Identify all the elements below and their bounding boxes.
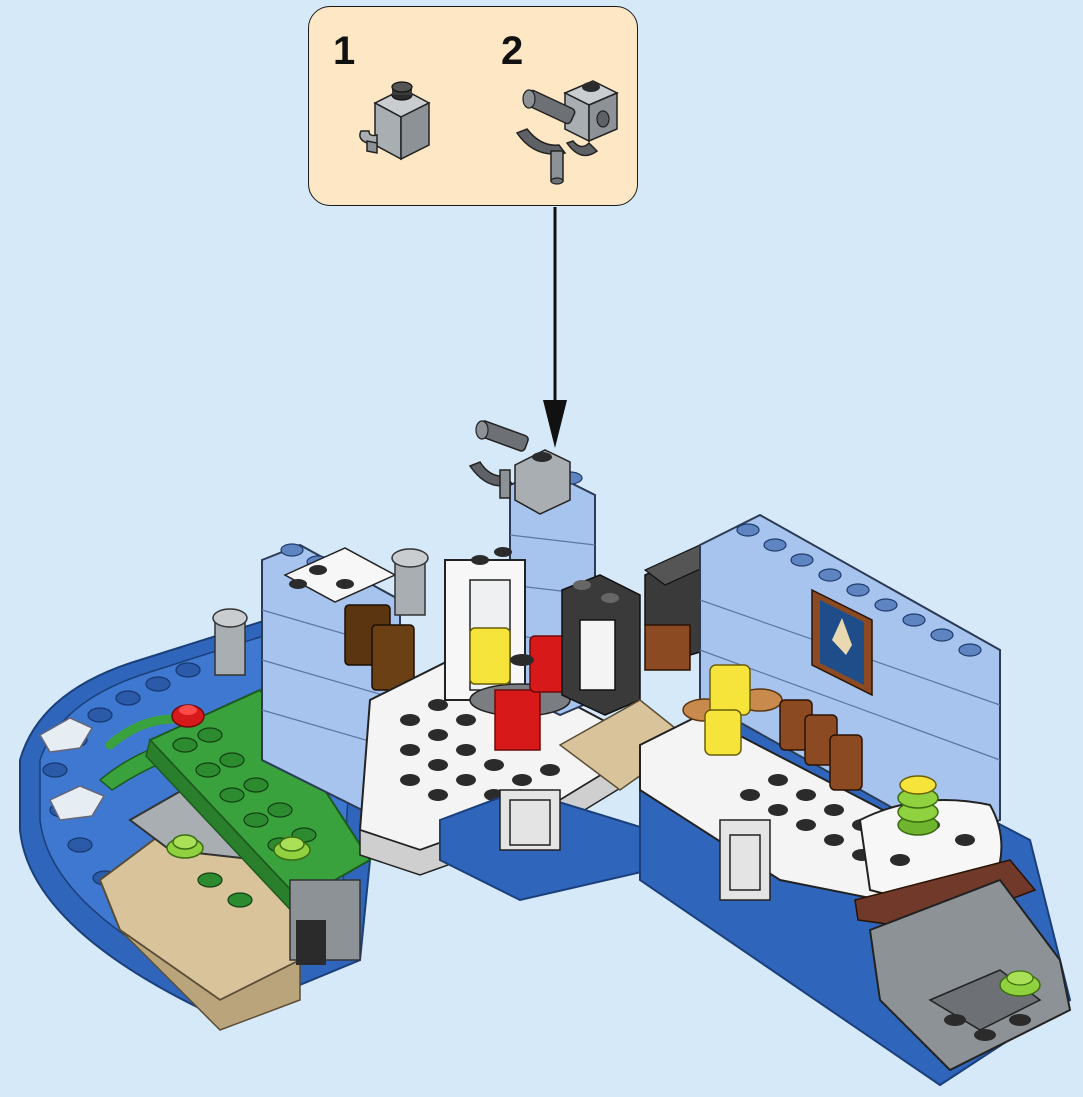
right-wing	[640, 515, 1070, 1085]
placement-arrow	[543, 207, 567, 448]
